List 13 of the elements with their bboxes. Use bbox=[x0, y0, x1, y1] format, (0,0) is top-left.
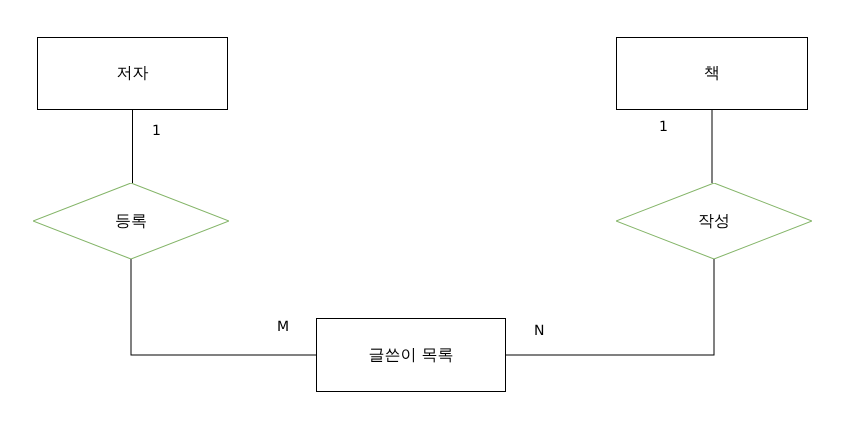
node-label: 등록 bbox=[115, 210, 147, 232]
relationship-diamond bbox=[33, 183, 229, 259]
node-label: 저자 bbox=[116, 63, 148, 84]
node-label: 책 bbox=[704, 63, 720, 84]
entity-box bbox=[316, 318, 506, 392]
node-label: 작성 bbox=[698, 210, 730, 232]
entity-box bbox=[616, 37, 808, 110]
entity-box bbox=[37, 37, 228, 110]
connector-line bbox=[130, 258, 316, 356]
relationship-diamond bbox=[616, 183, 812, 259]
connector-line bbox=[132, 110, 133, 184]
node-label: 글쓴이 목록 bbox=[368, 344, 454, 366]
connector-line bbox=[506, 258, 714, 356]
